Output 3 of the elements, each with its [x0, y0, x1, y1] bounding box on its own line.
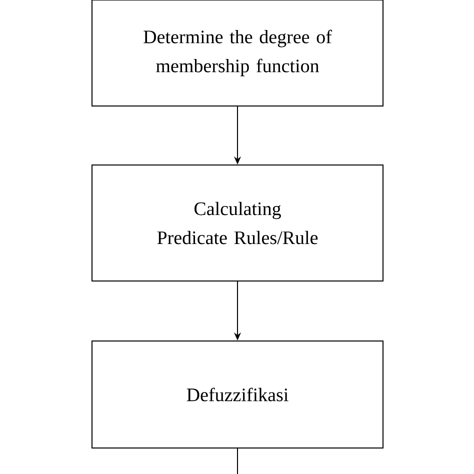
process-box: Defuzzifikasi — [92, 340, 384, 448]
process-box: Determine the degree of membership function — [92, 0, 384, 106]
process-box: Calculating Predicate Rules/Rule — [92, 164, 384, 282]
